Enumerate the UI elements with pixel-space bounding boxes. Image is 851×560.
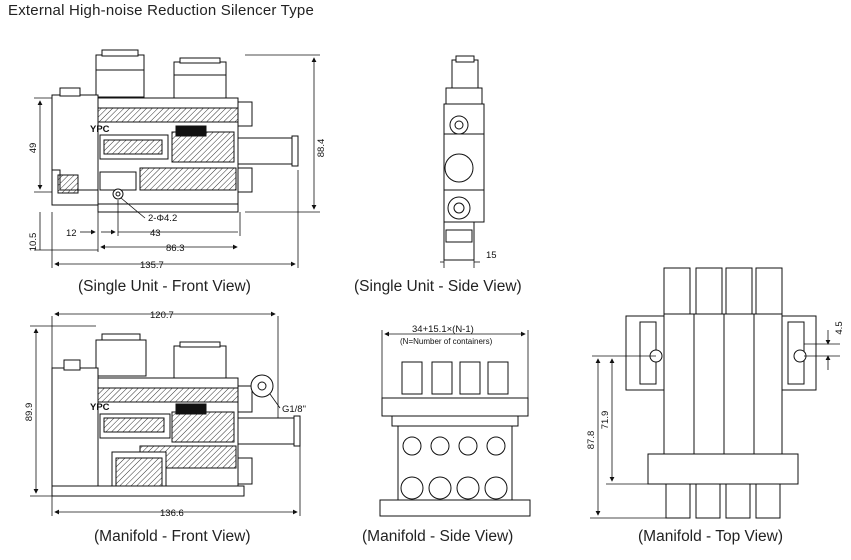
manifold-top-dimensions <box>590 330 840 519</box>
dim-manifold-side-note: (N=Number of containers) <box>400 337 493 346</box>
dim-manifold-top-height-87-8: 87.8 <box>586 431 597 450</box>
dim-manifold-top-height-71-9: 71.9 <box>600 411 611 430</box>
caption-manifold-front: (Manifold - Front View) <box>94 528 251 545</box>
manifold-front-view <box>51 333 301 497</box>
dim-manifold-side-formula: 34+15.1×(N-1) <box>412 324 474 335</box>
caption-manifold-top: (Manifold - Top View) <box>638 528 784 545</box>
single-front-logo: YPC <box>90 124 110 135</box>
page-title: External High-noise Reduction Silencer T… <box>8 2 314 19</box>
dim-manifold-width-120-7: 120.7 <box>150 310 174 321</box>
single-front-view <box>51 49 299 213</box>
caption-single-front: (Single Unit - Front View) <box>78 278 251 295</box>
caption-single-side: (Single Unit - Side View) <box>354 278 522 295</box>
dim-manifold-port: G1/8" <box>282 404 306 415</box>
manifold-top-view <box>625 267 817 519</box>
dim-single-width-43: 43 <box>150 228 161 239</box>
dim-manifold-width-136-6: 136.6 <box>160 508 184 519</box>
dim-manifold-height-89-9: 89.9 <box>24 403 35 422</box>
manifold-side-view <box>379 361 531 517</box>
manifold-front-dimensions <box>30 311 301 516</box>
manifold-side-dimensions <box>381 330 529 398</box>
dim-single-width-86-3: 86.3 <box>166 243 185 254</box>
caption-manifold-side: (Manifold - Side View) <box>362 528 514 545</box>
single-side-view <box>443 55 485 261</box>
dim-single-height-total: 88.4 <box>316 139 327 158</box>
manifold-front-logo: YPC <box>90 402 110 413</box>
dim-single-side-width-15: 15 <box>486 250 497 261</box>
dim-single-height-10-5: 10.5 <box>28 233 39 252</box>
dim-manifold-top-offset-4-5: 4.5 <box>834 321 845 334</box>
dim-single-width-135-7: 135.7 <box>140 260 164 271</box>
single-side-dimensions <box>440 258 480 268</box>
dim-single-height-49: 49 <box>28 143 39 154</box>
dim-single-offset-12: 12 <box>66 228 77 239</box>
single-front-dimensions <box>34 54 320 268</box>
dim-single-holes: 2-Φ4.2 <box>148 213 177 224</box>
